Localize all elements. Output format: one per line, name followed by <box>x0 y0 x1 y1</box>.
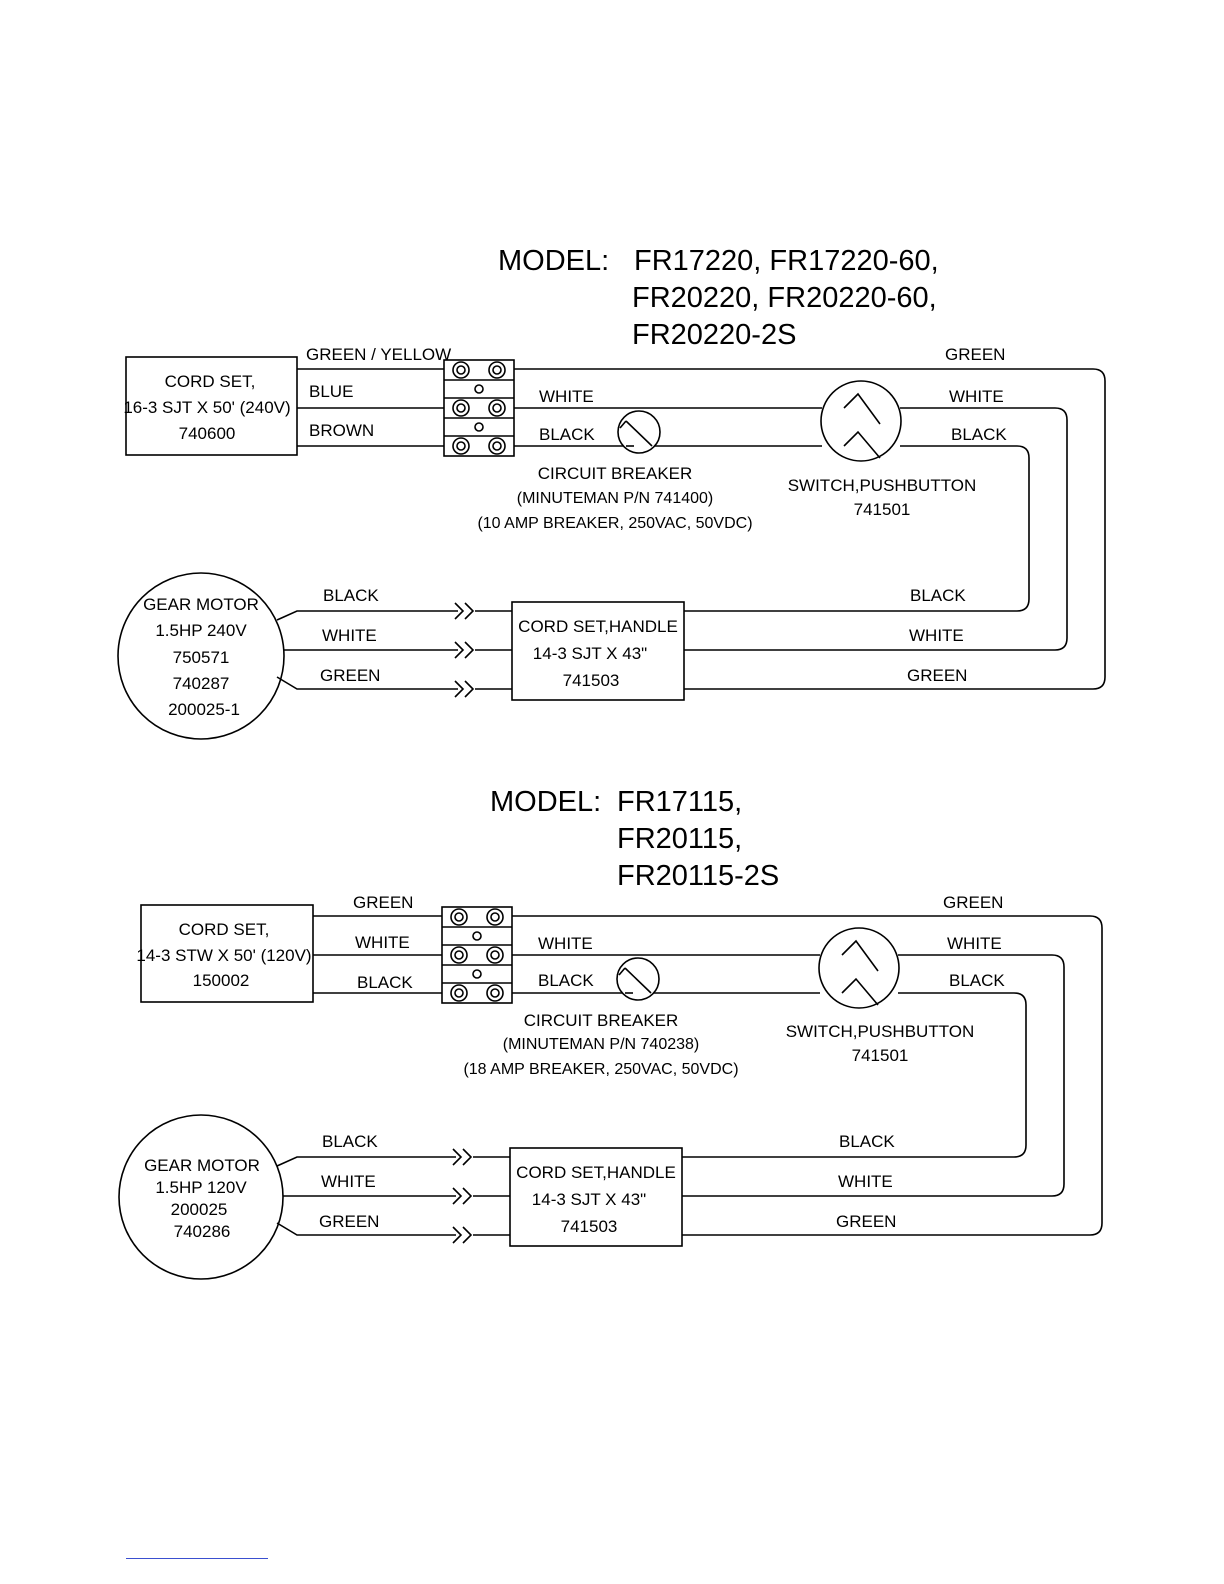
right-label-black: BLACK <box>949 971 1005 990</box>
cord-set-box <box>125 356 298 456</box>
right-label-white: WHITE <box>949 387 1004 406</box>
motor-wire-label-green: GREEN <box>320 666 380 685</box>
circuit-breaker-symbol <box>617 410 661 454</box>
motor-line-4: 740286 <box>174 1222 231 1241</box>
motor-line-2: 1.5HP 240V <box>155 621 247 640</box>
motor-line-4: 740287 <box>173 674 230 693</box>
motor-line-3: 750571 <box>173 648 230 667</box>
wire-label-green-yellow: GREEN / YELLOW <box>306 345 451 364</box>
right-label-black: BLACK <box>951 425 1007 444</box>
wire-label-blue: BLUE <box>309 382 353 401</box>
breaker-rating: (10 AMP BREAKER, 250VAC, 50VDC) <box>477 515 752 532</box>
pushbutton-switch-symbol <box>818 927 900 1009</box>
model-line-3: FR20115-2S <box>617 860 779 892</box>
switch-part: 741501 <box>854 500 911 519</box>
handle-wire-label-green: GREEN <box>836 1212 896 1231</box>
right-label-green: GREEN <box>943 893 1003 912</box>
cord-set-line-1: CORD SET, <box>165 372 256 391</box>
motor-line-2: 1.5HP 120V <box>155 1178 247 1197</box>
right-label-white: WHITE <box>947 934 1002 953</box>
terminal-block <box>441 906 513 1004</box>
motor-line-3: 200025 <box>171 1200 228 1219</box>
motor-wire-black <box>276 610 458 621</box>
breaker-title: CIRCUIT BREAKER <box>524 1011 679 1030</box>
wire-black-loop <box>682 992 1027 1158</box>
motor-line-1: GEAR MOTOR <box>143 595 259 614</box>
mid-label-black: BLACK <box>539 425 595 444</box>
cord-set-line-2: 14-3 STW X 50' (120V) <box>136 946 311 965</box>
diagram-120v: MODEL: FR17115, FR20115, FR20115-2S CORD… <box>118 786 1103 1280</box>
mid-label-white: WHITE <box>538 934 593 953</box>
breaker-title: CIRCUIT BREAKER <box>538 464 693 483</box>
model-label: MODEL: <box>498 245 609 277</box>
wire-black-loop <box>684 445 1030 612</box>
switch-title: SWITCH,PUSHBUTTON <box>788 476 977 495</box>
wire-label-white: WHITE <box>355 933 410 952</box>
motor-line-5: 200025-1 <box>168 700 240 719</box>
handle-line-2: 14-3 SJT X 43" <box>532 1190 646 1209</box>
wire-green-loop <box>514 368 1106 690</box>
handle-line-3: 741503 <box>561 1217 618 1236</box>
handle-line-1: CORD SET,HANDLE <box>516 1163 676 1182</box>
wire-label-black: BLACK <box>357 973 413 992</box>
terminal-block <box>443 359 515 457</box>
breaker-rating: (18 AMP BREAKER, 250VAC, 50VDC) <box>463 1061 738 1078</box>
cord-set-line-2: 16-3 SJT X 50' (240V) <box>123 398 290 417</box>
switch-part: 741501 <box>852 1046 909 1065</box>
motor-wire-label-white: WHITE <box>322 626 377 645</box>
motor-wire-label-black: BLACK <box>322 1132 378 1151</box>
handle-wire-label-black: BLACK <box>910 586 966 605</box>
handle-line-3: 741503 <box>563 671 620 690</box>
right-label-green: GREEN <box>945 345 1005 364</box>
motor-wire-green <box>276 676 458 690</box>
switch-title: SWITCH,PUSHBUTTON <box>786 1022 975 1041</box>
motor-wire-label-green: GREEN <box>319 1212 379 1231</box>
cord-set-line-1: CORD SET, <box>179 920 270 939</box>
handle-wire-label-green: GREEN <box>907 666 967 685</box>
wire-label-green: GREEN <box>353 893 413 912</box>
gear-motor-circle <box>117 572 285 740</box>
mid-label-white: WHITE <box>539 387 594 406</box>
model-line-2: FR20115, <box>617 823 742 855</box>
footnote-separator <box>126 1558 268 1559</box>
model-line-1: FR17115, <box>617 786 742 818</box>
connector-symbols <box>454 602 475 698</box>
breaker-part: (MINUTEMAN P/N 740238) <box>503 1036 700 1053</box>
wire-green-loop <box>512 915 1103 1236</box>
handle-wire-label-white: WHITE <box>838 1172 893 1191</box>
mid-label-black: BLACK <box>538 971 594 990</box>
model-line-2: FR20220, FR20220-60, <box>632 282 937 314</box>
breaker-part: (MINUTEMAN P/N 741400) <box>517 490 714 507</box>
motor-wire-label-white: WHITE <box>321 1172 376 1191</box>
motor-wire-label-black: BLACK <box>323 586 379 605</box>
pushbutton-switch-symbol <box>820 380 902 462</box>
motor-wire-green <box>276 1222 456 1236</box>
circuit-breaker-symbol <box>616 957 660 1001</box>
gear-motor-circle <box>118 1114 284 1280</box>
handle-cord-set-box <box>511 601 685 701</box>
handle-wire-label-black: BLACK <box>839 1132 895 1151</box>
handle-cord-set-box <box>509 1147 683 1247</box>
handle-line-2: 14-3 SJT X 43" <box>533 644 647 663</box>
motor-line-1: GEAR MOTOR <box>144 1156 260 1175</box>
connector-symbols <box>452 1148 473 1244</box>
handle-wire-label-white: WHITE <box>909 626 964 645</box>
diagram-240v: MODEL: FR17220, FR17220-60, FR20220, FR2… <box>117 245 1106 740</box>
model-line-3: FR20220-2S <box>632 319 796 351</box>
wire-white-loop <box>682 954 1065 1197</box>
wire-white-loop <box>684 407 1068 651</box>
model-label: MODEL: <box>490 786 601 818</box>
cord-set-box <box>140 904 314 1003</box>
wire-label-brown: BROWN <box>309 421 374 440</box>
motor-wire-black <box>276 1156 456 1167</box>
model-line-1: FR17220, FR17220-60, <box>634 245 939 277</box>
handle-line-1: CORD SET,HANDLE <box>518 617 678 636</box>
cord-set-line-3: 740600 <box>179 424 236 443</box>
cord-set-line-3: 150002 <box>193 971 250 990</box>
